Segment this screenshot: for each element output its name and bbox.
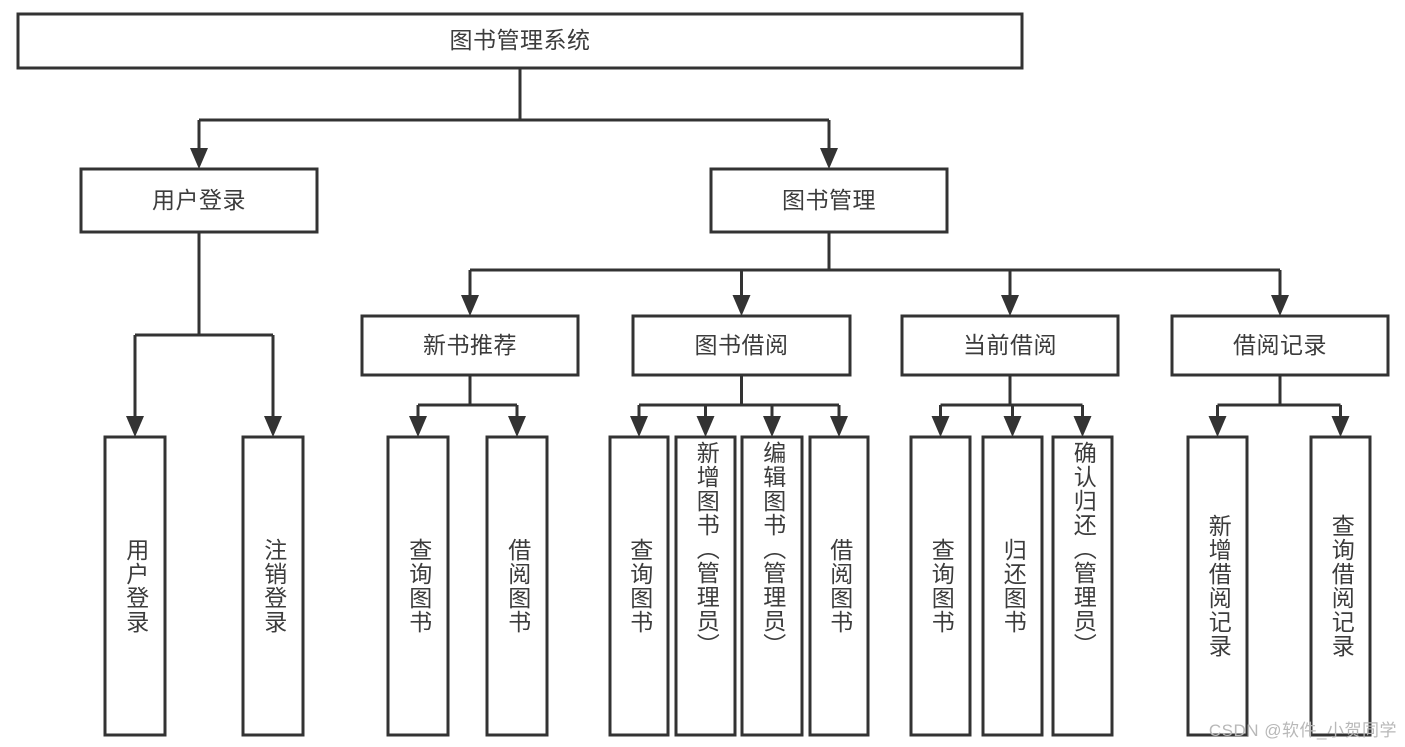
arrow-head-icon xyxy=(1073,416,1092,437)
boxes-layer xyxy=(16,12,1390,737)
node-box-leaf-add-book[interactable] xyxy=(674,435,737,737)
arrow-head-icon xyxy=(190,148,208,169)
arrow-head-icon xyxy=(830,416,848,437)
node-box-leaf-borrow-book-1[interactable] xyxy=(485,435,549,737)
watermark-text: CSDN @软件_小贺同学 xyxy=(1208,721,1397,740)
arrow-head-icon xyxy=(1001,295,1019,316)
arrow-head-icon xyxy=(264,416,282,437)
node-box-leaf-search-book-2[interactable] xyxy=(608,435,670,737)
arrow-head-icon xyxy=(126,416,144,437)
arrow-head-icon xyxy=(1271,295,1289,316)
arrow-head-icon xyxy=(820,148,838,169)
node-box-leaf-edit-book[interactable] xyxy=(740,435,804,737)
connectors-layer xyxy=(126,68,1350,437)
arrow-head-icon xyxy=(1331,416,1350,437)
arrow-head-icon xyxy=(508,416,526,437)
node-box-record[interactable] xyxy=(1170,314,1390,377)
node-box-leaf-return-book[interactable] xyxy=(981,435,1044,737)
node-box-newbook[interactable] xyxy=(360,314,580,377)
arrow-head-icon xyxy=(732,295,751,316)
arrow-head-icon xyxy=(409,416,427,437)
node-box-leaf-search-record[interactable] xyxy=(1309,435,1372,737)
node-box-bookmgr[interactable] xyxy=(709,167,949,234)
arrow-head-icon xyxy=(630,416,648,437)
node-box-leaf-add-record[interactable] xyxy=(1186,435,1249,737)
node-box-current[interactable] xyxy=(900,314,1120,377)
arrow-head-icon xyxy=(461,295,479,316)
node-box-leaf-user-login[interactable] xyxy=(103,435,167,737)
arrow-head-icon xyxy=(1003,416,1022,437)
node-box-root[interactable] xyxy=(16,12,1024,70)
arrow-head-icon xyxy=(1208,416,1227,437)
node-box-leaf-search-book-1[interactable] xyxy=(386,435,450,737)
arrow-head-icon xyxy=(763,416,781,437)
node-box-borrow[interactable] xyxy=(631,314,852,377)
node-box-leaf-confirm-return[interactable] xyxy=(1051,435,1114,737)
node-box-leaf-borrow-book-2[interactable] xyxy=(808,435,870,737)
arrow-head-icon xyxy=(696,416,715,437)
node-box-login[interactable] xyxy=(79,167,319,234)
node-box-leaf-user-logout[interactable] xyxy=(241,435,305,737)
node-box-leaf-search-book-3[interactable] xyxy=(909,435,972,737)
arrow-head-icon xyxy=(931,416,950,437)
